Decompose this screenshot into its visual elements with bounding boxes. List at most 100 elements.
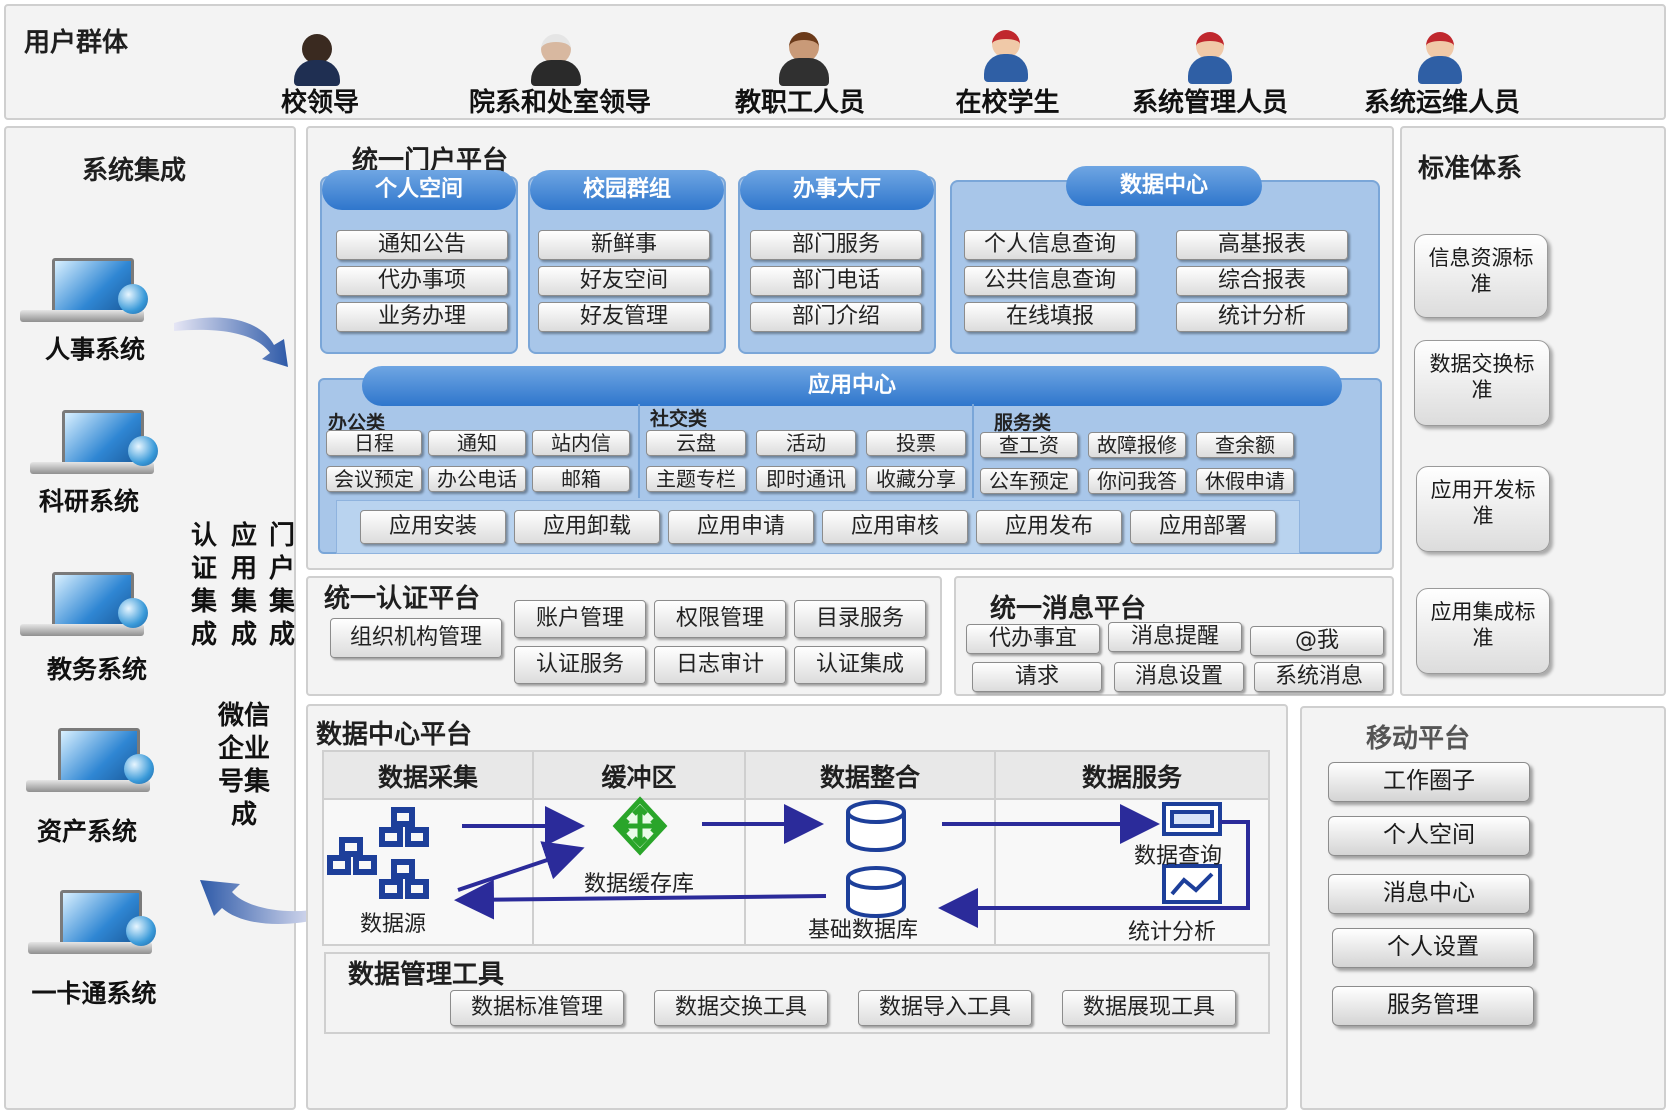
data-tool-button[interactable]: 数据交换工具: [654, 990, 828, 1026]
app-button[interactable]: 公车预定: [980, 468, 1078, 494]
mobile-platform-title: 移动平台: [1366, 724, 1471, 754]
portal-item-button[interactable]: 部门服务: [750, 230, 922, 260]
app-button[interactable]: 你问我答: [1088, 468, 1186, 494]
system-label: 资产系统: [36, 817, 137, 846]
app-action-button[interactable]: 应用申请: [668, 510, 814, 544]
app-button[interactable]: 即时通讯: [756, 466, 856, 492]
data-query-icon: [1162, 802, 1222, 836]
app-button[interactable]: 故障报修: [1088, 432, 1186, 458]
app-button[interactable]: 主题专栏: [646, 466, 746, 492]
auth-button[interactable]: 权限管理: [654, 600, 786, 638]
app-action-button[interactable]: 应用部署: [1130, 510, 1276, 544]
app-center-title: 应用中心: [362, 366, 1342, 406]
app-action-button[interactable]: 应用卸载: [514, 510, 660, 544]
wechat-integration-label: 微信 企业 号集 成: [206, 700, 282, 832]
cache-cross-icon: [612, 796, 668, 856]
message-button[interactable]: 系统消息: [1254, 662, 1384, 692]
curved-arrow-right-icon: [174, 317, 288, 367]
data-tool-button[interactable]: 数据导入工具: [858, 990, 1032, 1026]
mobile-item-button[interactable]: 服务管理: [1332, 986, 1534, 1026]
user-label: 院系和处室领导: [468, 88, 651, 118]
campus-group-title: 校园群组: [530, 170, 724, 210]
portal-item-button[interactable]: 代办事项: [336, 266, 508, 296]
mobile-item-button[interactable]: 个人设置: [1332, 928, 1534, 968]
service-bracket-line: [1220, 820, 1250, 910]
auth-button[interactable]: 账户管理: [514, 600, 646, 638]
data-flow-header: [324, 752, 1268, 800]
app-button[interactable]: 站内信: [532, 430, 630, 456]
flow-arrow: [454, 879, 827, 920]
app-button[interactable]: 办公电话: [428, 466, 526, 492]
portal-item-button[interactable]: 部门介绍: [750, 302, 922, 332]
portal-item-button[interactable]: 统计分析: [1176, 302, 1348, 332]
data-tool-button[interactable]: 数据标准管理: [450, 990, 624, 1026]
user-group-panel: 用户群体: [4, 4, 1666, 120]
portal-item-button[interactable]: 部门电话: [750, 266, 922, 296]
portal-item-button[interactable]: 好友空间: [538, 266, 710, 296]
data-tools-title: 数据管理工具: [348, 960, 505, 990]
app-button[interactable]: 日程: [326, 430, 422, 456]
message-button[interactable]: 消息设置: [1114, 662, 1244, 692]
message-button[interactable]: @我: [1250, 626, 1384, 656]
message-button[interactable]: 请求: [972, 662, 1102, 692]
app-action-button[interactable]: 应用安装: [360, 510, 506, 544]
app-button[interactable]: 通知: [428, 430, 526, 456]
network-icon: [327, 807, 429, 899]
user-label: 系统管理人员: [1131, 88, 1288, 118]
app-button[interactable]: 收藏分享: [866, 466, 966, 492]
user-group-title: 用户群体: [24, 28, 129, 58]
app-button[interactable]: 会议预定: [326, 466, 422, 492]
app-button[interactable]: 活动: [756, 430, 856, 456]
app-action-button[interactable]: 应用审核: [822, 510, 968, 544]
app-button[interactable]: 查余额: [1196, 432, 1294, 458]
data-center-title: 数据中心: [1066, 166, 1262, 206]
portal-item-button[interactable]: 综合报表: [1176, 266, 1348, 296]
column-header: 缓冲区: [601, 763, 677, 792]
standard-item[interactable]: 应用集成标准: [1416, 588, 1550, 674]
app-button[interactable]: 云盘: [646, 430, 746, 456]
app-action-button[interactable]: 应用发布: [976, 510, 1122, 544]
wechat-line: 微信: [217, 701, 270, 731]
personal-space-title: 个人空间: [322, 170, 516, 210]
auth-button[interactable]: 日志审计: [654, 646, 786, 684]
column-header: 数据采集: [377, 763, 478, 792]
column-divider: [532, 752, 534, 944]
message-button[interactable]: 代办事宜: [966, 624, 1100, 654]
data-query-label: 数据查询: [1134, 844, 1223, 869]
app-button[interactable]: 投票: [866, 430, 966, 456]
app-button[interactable]: 休假申请: [1196, 468, 1294, 494]
mobile-item-button[interactable]: 工作圈子: [1328, 762, 1530, 802]
standards-title: 标准体系: [1418, 154, 1523, 184]
app-integration-label: 应用集成: [226, 520, 262, 652]
auth-button[interactable]: 认证集成: [794, 646, 926, 684]
user-label: 系统运维人员: [1363, 88, 1520, 118]
column-divider: [994, 752, 996, 944]
wechat-line: 号集: [217, 767, 270, 797]
portal-item-button[interactable]: 新鲜事: [538, 230, 710, 260]
auth-button[interactable]: 目录服务: [794, 600, 926, 638]
data-tool-button[interactable]: 数据展现工具: [1062, 990, 1236, 1026]
mobile-item-button[interactable]: 消息中心: [1328, 874, 1530, 914]
message-button[interactable]: 消息提醒: [1108, 622, 1242, 652]
portal-item-button[interactable]: 在线填报: [964, 302, 1136, 332]
standard-item[interactable]: 数据交换标准: [1414, 340, 1550, 426]
mobile-item-button[interactable]: 个人空间: [1328, 816, 1530, 856]
data-flow-diagram: [327, 796, 1250, 928]
service-category-label: 服务类: [994, 412, 1052, 434]
portal-item-button[interactable]: 高基报表: [1176, 230, 1348, 260]
auth-button[interactable]: 认证服务: [514, 646, 646, 684]
standard-item-label: 应用开发标准: [1430, 478, 1536, 528]
system-label: 教务系统: [46, 655, 147, 684]
portal-item-button[interactable]: 个人信息查询: [964, 230, 1136, 260]
portal-item-button[interactable]: 业务办理: [336, 302, 508, 332]
app-button[interactable]: 查工资: [980, 432, 1078, 458]
standard-item[interactable]: 信息资源标准: [1414, 234, 1548, 318]
portal-item-button[interactable]: 好友管理: [538, 302, 710, 332]
standard-item[interactable]: 应用开发标准: [1416, 466, 1550, 552]
org-management-button[interactable]: 组织机构管理: [330, 618, 502, 658]
portal-item-button[interactable]: 通知公告: [336, 230, 508, 260]
column-header: 数据整合: [819, 763, 920, 792]
app-button[interactable]: 邮箱: [532, 466, 630, 492]
portal-item-button[interactable]: 公共信息查询: [964, 266, 1136, 296]
curved-arrow-left-icon: [200, 880, 324, 924]
